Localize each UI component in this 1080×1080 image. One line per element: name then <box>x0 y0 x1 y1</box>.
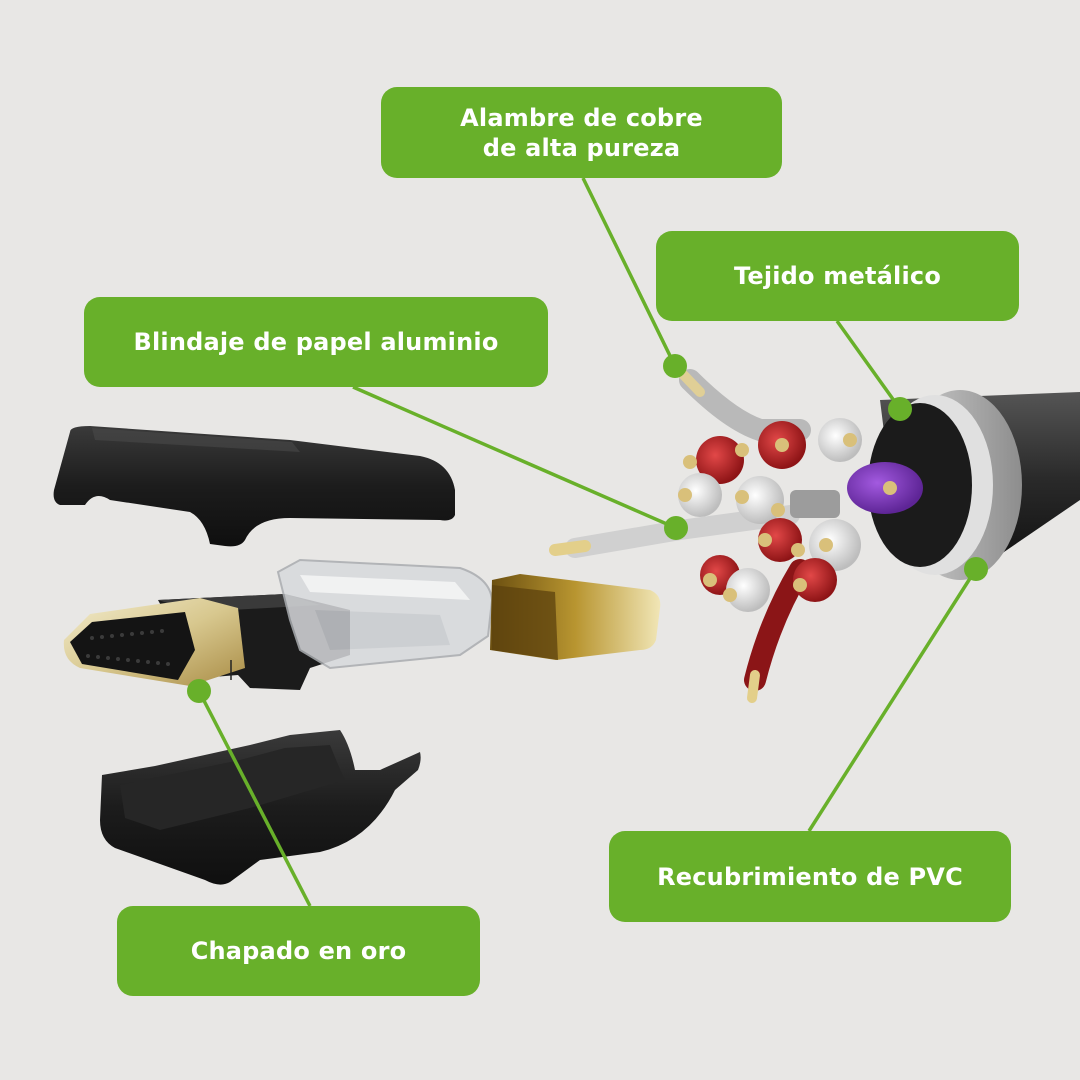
transparent-mold <box>276 558 494 670</box>
dot-gold <box>187 679 211 703</box>
top-housing <box>53 426 455 547</box>
hdmi-plug <box>63 598 245 686</box>
label-gold-plated: Chapado en oro <box>117 906 480 996</box>
label-gold-text: Chapado en oro <box>190 937 407 965</box>
dot-foil <box>664 516 688 540</box>
dot-pvc <box>964 557 988 581</box>
gold-shell <box>490 574 661 660</box>
label-copper-line2: de alta pureza <box>482 133 681 162</box>
label-metal-braid: Tejido metálico <box>656 231 1019 321</box>
dot-copper <box>663 354 687 378</box>
label-foil-shield: Blindaje de papel aluminio <box>84 297 548 387</box>
label-copper-line1: Alambre de cobre <box>460 103 703 132</box>
leader-dots <box>187 354 988 703</box>
label-pvc-jacket: Recubrimiento de PVC <box>609 831 1011 922</box>
label-foil-text: Blindaje de papel aluminio <box>133 328 499 356</box>
dot-braid <box>888 397 912 421</box>
wire-bundle <box>678 418 923 612</box>
leader-lines <box>197 177 978 907</box>
label-braid-text: Tejido metálico <box>733 262 942 290</box>
label-copper-wire: Alambre de cobre de alta pureza <box>381 87 782 178</box>
label-pvc-text: Recubrimiento de PVC <box>657 862 963 891</box>
